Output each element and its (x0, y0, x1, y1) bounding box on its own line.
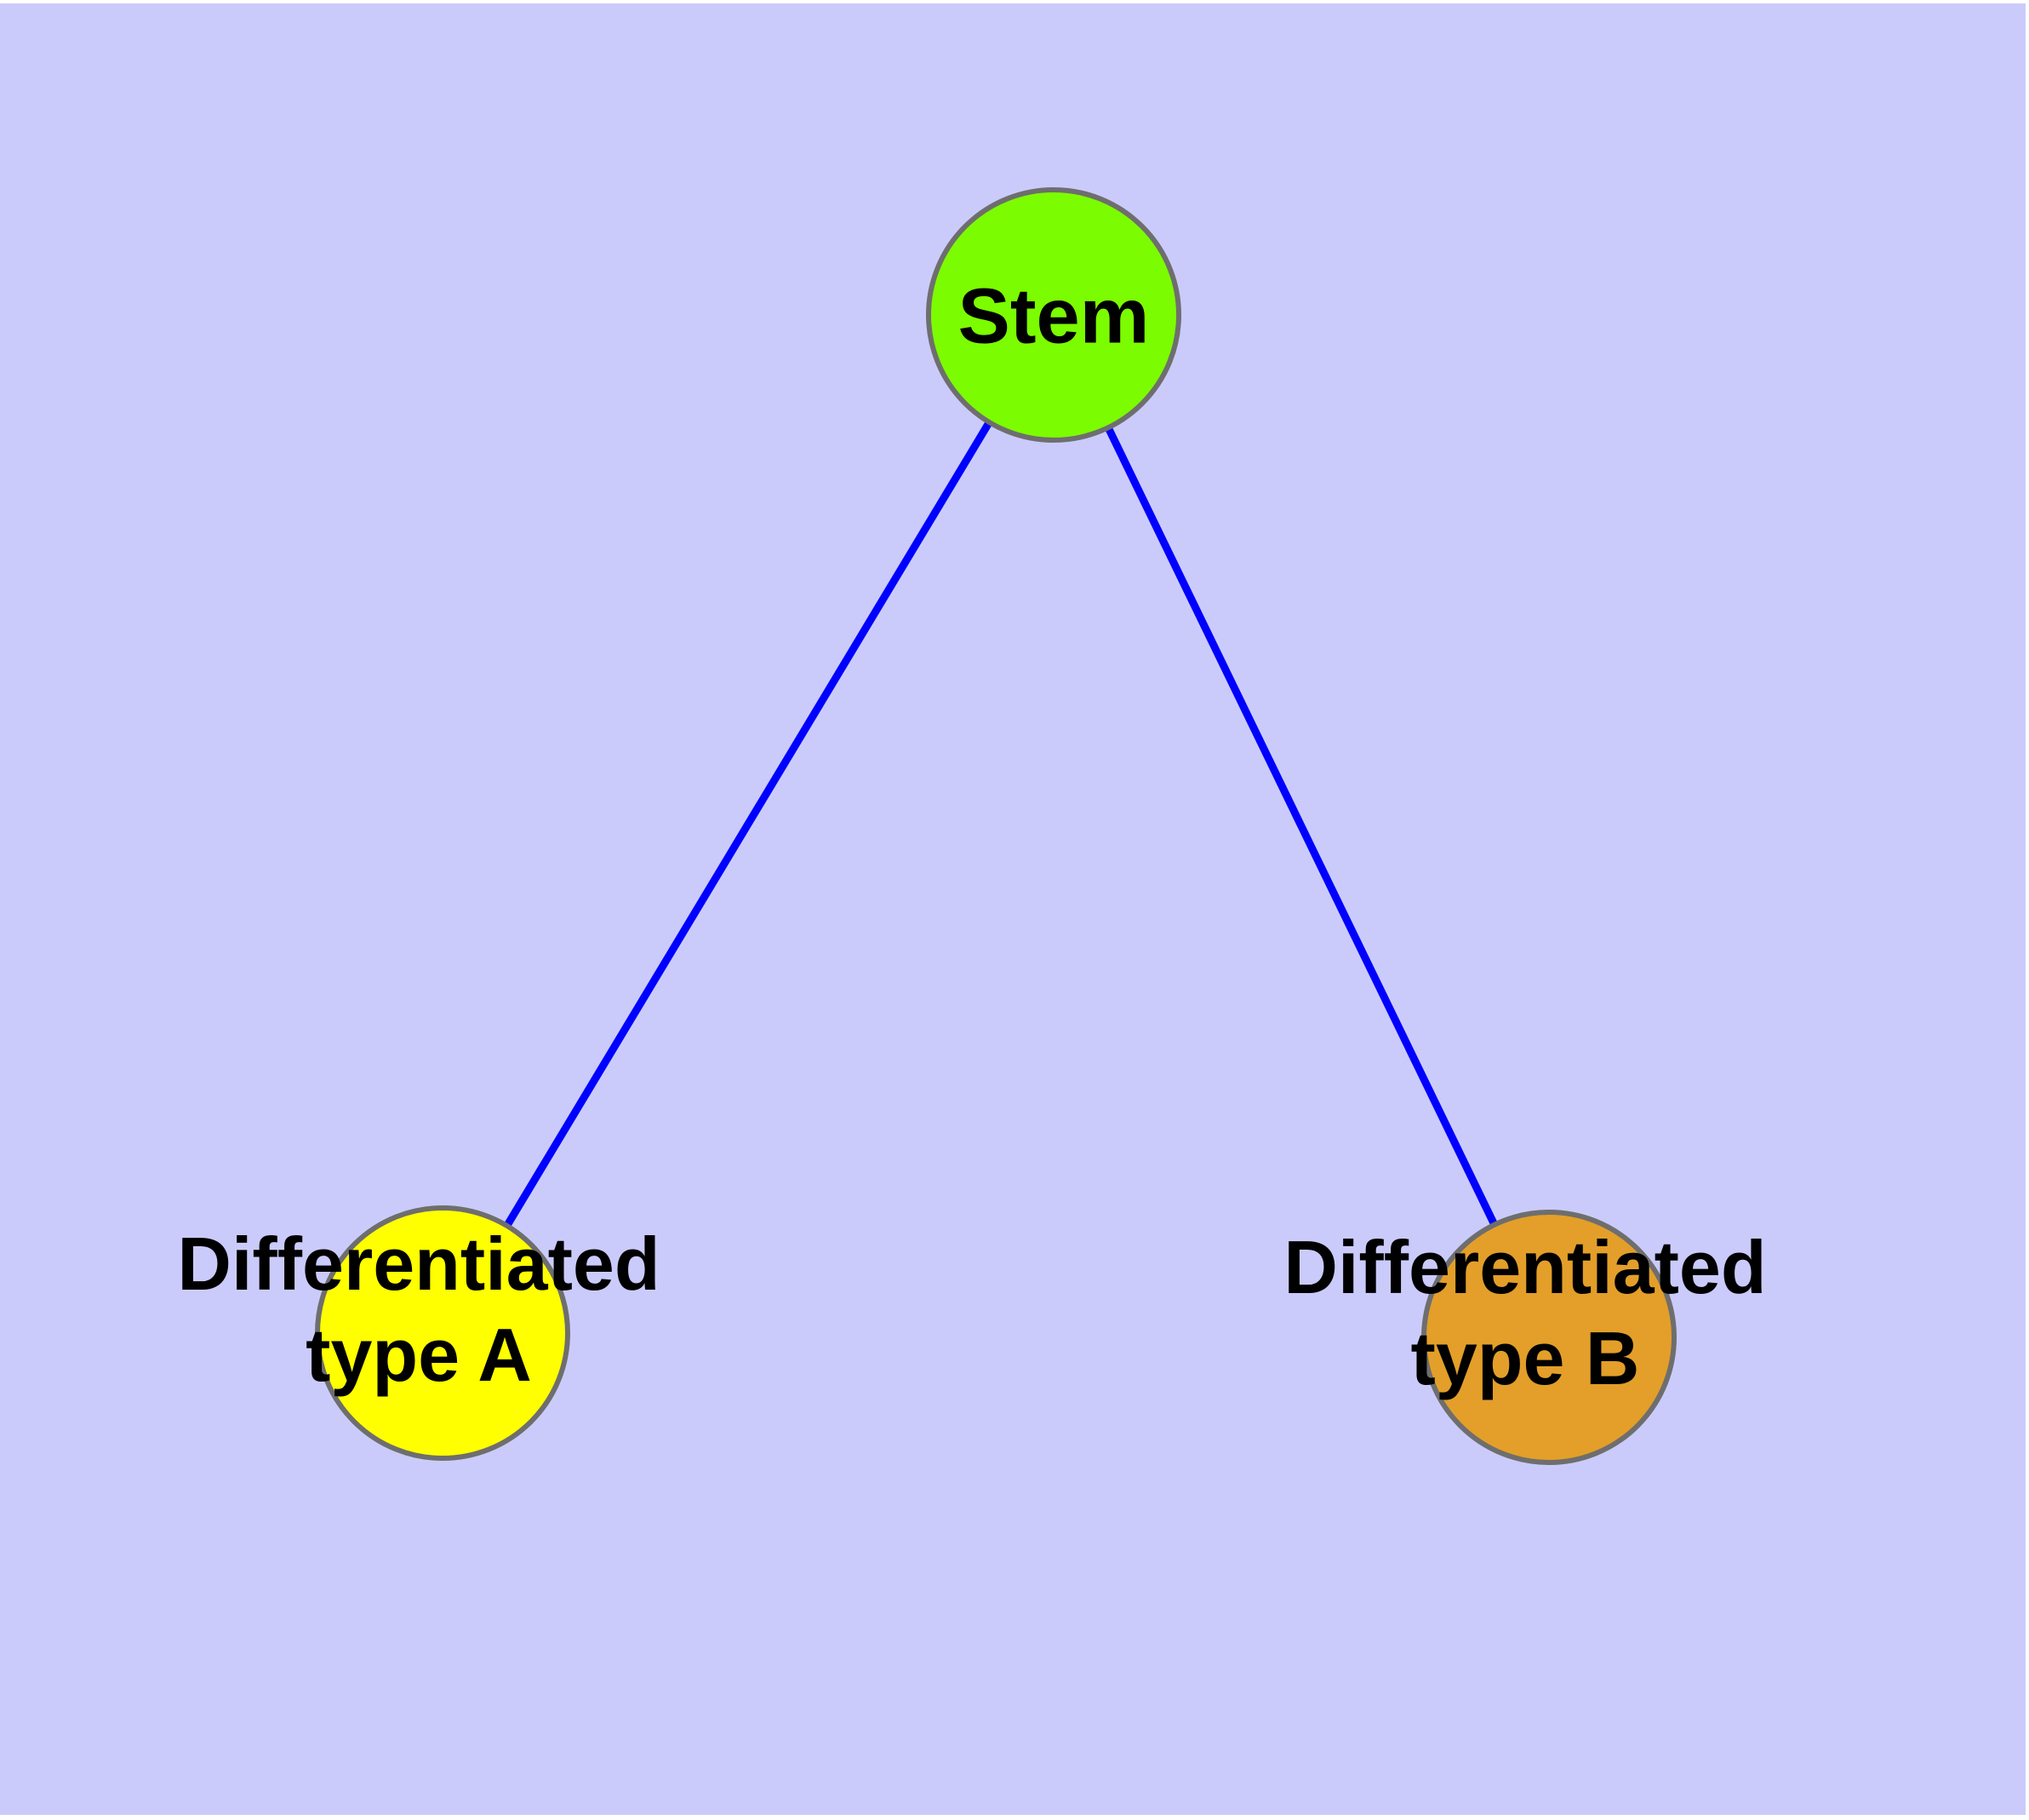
node-stem-label: Stem (958, 272, 1150, 359)
node-differentiated-type-a[interactable] (315, 1205, 570, 1461)
node-differentiated-type-b[interactable] (1421, 1210, 1677, 1465)
node-layer: Stem (315, 187, 1677, 1465)
graph-svg: Stem Differentiated type A Differentiate… (177, 187, 1767, 1465)
node-differentiated-type-a-circle[interactable] (315, 1205, 570, 1461)
node-stem[interactable]: Stem (926, 187, 1181, 443)
label-layer: Differentiated type A Differentiated typ… (177, 1222, 1766, 1400)
edge-layer (439, 312, 1553, 1339)
node-differentiated-type-a-label-line-2: type A (306, 1313, 532, 1397)
node-differentiated-type-b-label-line-2: type B (1411, 1316, 1640, 1400)
graph-canvas: Stem Differentiated type A Differentiate… (0, 3, 2026, 1815)
node-differentiated-type-b-circle[interactable] (1421, 1210, 1677, 1465)
edge-stem-to-differentiated-type-b[interactable] (1049, 313, 1553, 1339)
node-differentiated-type-a-label: Differentiated type A (177, 1222, 660, 1397)
node-differentiated-type-b-label: Differentiated type B (1283, 1225, 1766, 1400)
node-differentiated-type-b-label-line-1: Differentiated (1283, 1225, 1766, 1309)
edge-stem-to-differentiated-type-a[interactable] (439, 312, 1057, 1336)
node-differentiated-type-a-label-line-1: Differentiated (177, 1222, 660, 1306)
node-stem-circle[interactable] (926, 187, 1181, 443)
